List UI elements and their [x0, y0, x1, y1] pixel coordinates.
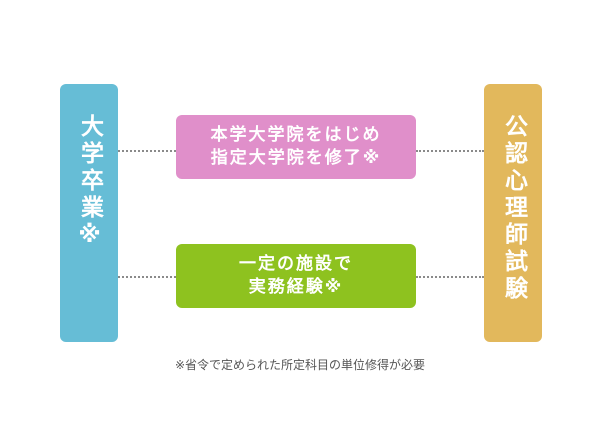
- practical-experience-route-box: 一定の施設で 実務経験※: [176, 244, 416, 308]
- connector-bottom-left: [118, 276, 176, 278]
- practical-experience-route-line2: 実務経験※: [248, 277, 344, 297]
- graduate-school-route-line1: 本学大学院をはじめ: [210, 125, 382, 145]
- university-graduation-box: 大学卒業※: [60, 84, 118, 342]
- connector-top-right: [416, 150, 484, 152]
- practical-experience-route-line1: 一定の施設で: [239, 254, 353, 274]
- licensing-exam-box: 公認心理師試験: [484, 84, 542, 342]
- footnote: ※省令で定められた所定科目の単位修得が必要: [174, 358, 426, 372]
- graduate-school-route-box: 本学大学院をはじめ 指定大学院を修了※: [176, 115, 416, 179]
- university-graduation-label: 大学卒業※: [76, 114, 103, 252]
- connector-bottom-right: [416, 276, 484, 278]
- licensing-exam-label: 公認心理師試験: [500, 114, 527, 303]
- connector-top-left: [118, 150, 176, 152]
- graduate-school-route-line2: 指定大学院を修了※: [210, 148, 382, 168]
